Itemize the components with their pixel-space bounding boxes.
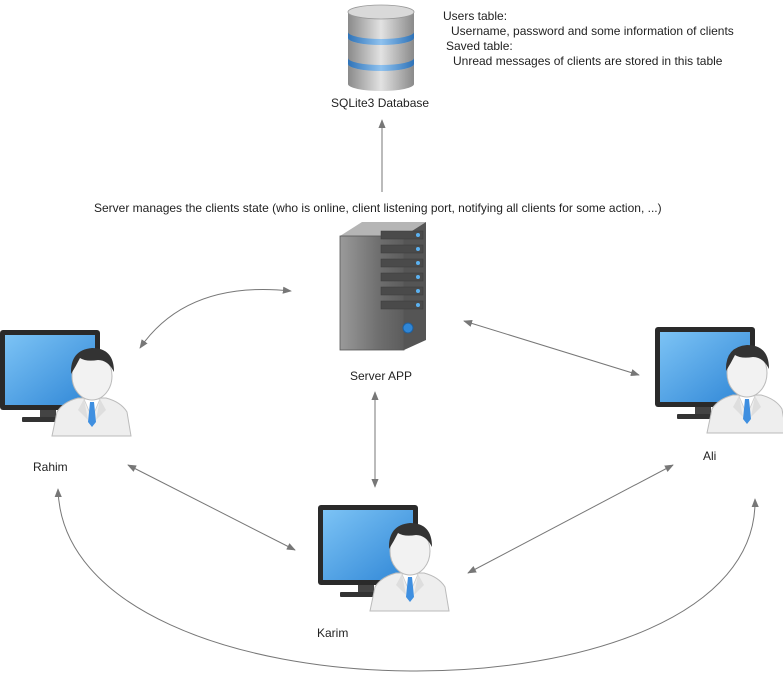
server-icon [339, 222, 426, 351]
client-label-ali: Ali [703, 449, 717, 463]
arrow-rahim-karim [127, 464, 296, 551]
client-icon-rahim [0, 329, 132, 437]
connection-arrows [54, 119, 759, 672]
arrow-rahim-ali [54, 488, 759, 672]
server-label: Server APP [350, 369, 413, 383]
note-users-table: Users table: [443, 9, 508, 23]
client-label-karim: Karim [317, 626, 349, 640]
arrow-karim-ali [467, 464, 674, 574]
database-icon [347, 4, 415, 91]
server-caption: Server manages the clients state (who is… [94, 201, 662, 215]
arrow-server-rahim [139, 286, 292, 349]
client-icon-ali [654, 326, 783, 434]
note-saved-table-desc: Unread messages of clients are stored in… [453, 54, 723, 68]
note-users-table-desc: Username, password and some information … [451, 24, 734, 38]
database-notes: Users table: Username, password and some… [443, 9, 734, 69]
arrow-server-ali [463, 319, 640, 377]
client-icon-karim [317, 504, 450, 612]
database-label: SQLite3 Database [331, 96, 430, 110]
client-label-rahim: Rahim [33, 460, 68, 474]
note-saved-table: Saved table: [446, 39, 513, 53]
